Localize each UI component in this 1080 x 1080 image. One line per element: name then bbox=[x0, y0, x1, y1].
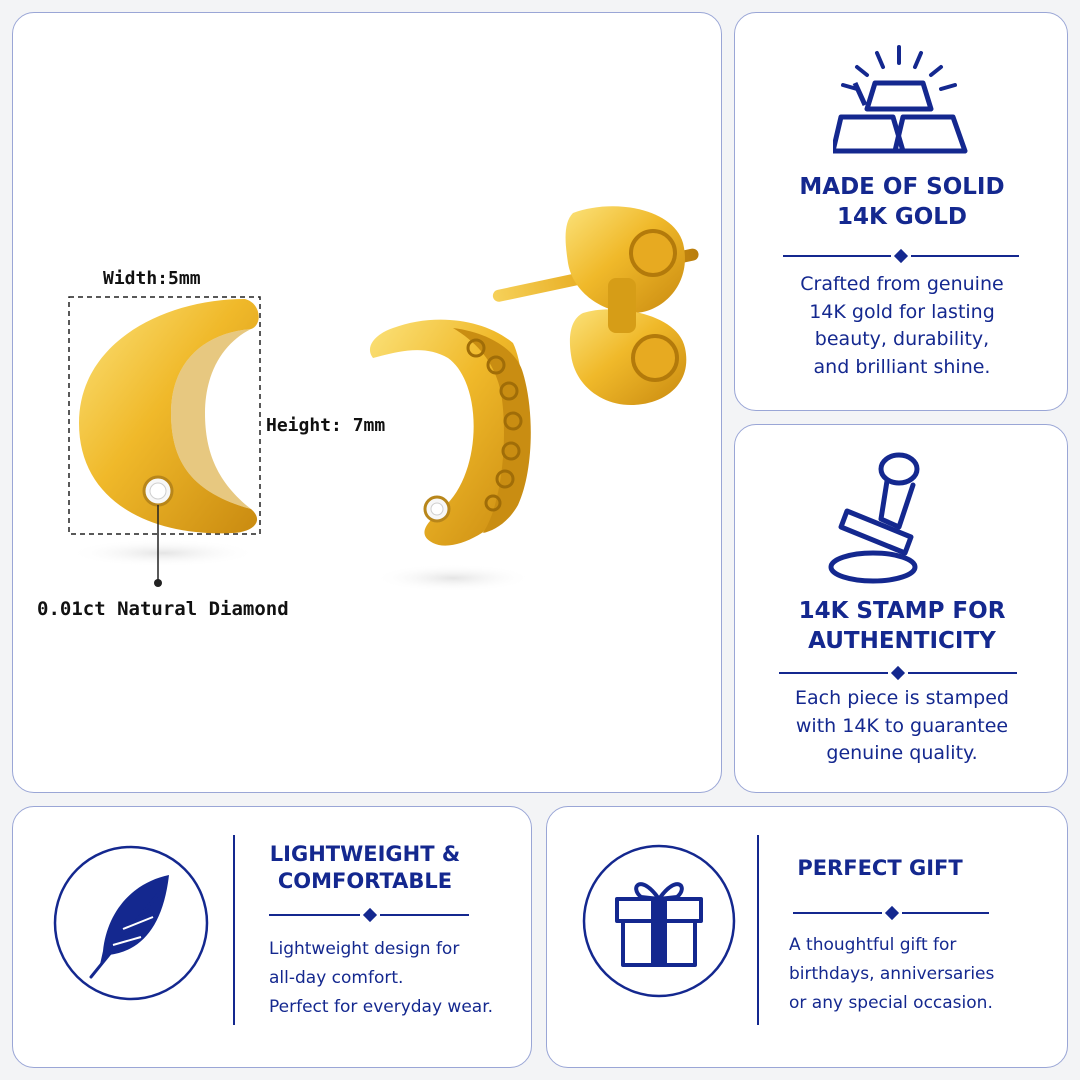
front-moon-shadow bbox=[68, 539, 258, 567]
height-label: Height: 7mm bbox=[266, 415, 386, 436]
gold-description: Crafted from genuine 14K gold for lastin… bbox=[800, 273, 1004, 378]
gold-title: MADE OF SOLID 14K GOLD bbox=[799, 174, 1005, 230]
front-moon bbox=[79, 299, 259, 534]
gift-icon bbox=[582, 844, 736, 998]
lightweight-divider bbox=[269, 907, 469, 923]
side-moon bbox=[369, 319, 525, 546]
gold-bars-icon bbox=[833, 45, 968, 154]
front-moon-inner-shade bbox=[171, 329, 251, 509]
gift-divider bbox=[793, 905, 989, 921]
openwork-circles bbox=[466, 338, 523, 512]
gold-divider bbox=[783, 248, 1019, 264]
lightweight-vertical-rule bbox=[233, 835, 235, 1025]
product-image-card: Width:5mm Height: 7mm 0.01ct Natural Dia… bbox=[12, 12, 722, 793]
lightweight-title: LIGHTWEIGHT & COMFORTABLE bbox=[269, 842, 461, 894]
diamond-label: 0.01ct Natural Diamond bbox=[37, 598, 289, 620]
feather-icon bbox=[53, 845, 209, 1001]
gift-title: PERFECT GIFT bbox=[797, 856, 963, 880]
earring-backing bbox=[565, 206, 687, 405]
feature-card-stamp: 14K STAMP FOR AUTHENTICITY Each piece is… bbox=[734, 424, 1068, 793]
dimension-box bbox=[68, 296, 261, 535]
feature-card-lightweight: LIGHTWEIGHT & COMFORTABLE Lightweight de… bbox=[12, 806, 532, 1068]
gift-vertical-rule bbox=[757, 835, 759, 1025]
side-moon-shadow bbox=[373, 564, 533, 592]
feature-card-gift: PERFECT GIFT A thoughtful gift for birth… bbox=[546, 806, 1068, 1068]
stamp-icon bbox=[828, 452, 920, 584]
gift-description: A thoughtful gift for birthdays, anniver… bbox=[789, 935, 995, 1013]
feature-card-gold: MADE OF SOLID 14K GOLD Crafted from genu… bbox=[734, 12, 1068, 411]
earring-illustration bbox=[68, 206, 699, 592]
lightweight-description: Lightweight design for all-day comfort. … bbox=[269, 939, 494, 1017]
diamond-pointer-dot bbox=[154, 579, 162, 587]
stamp-description: Each piece is stamped with 14K to guaran… bbox=[795, 687, 1009, 765]
width-label: Width:5mm bbox=[103, 268, 201, 289]
stamp-title: 14K STAMP FOR AUTHENTICITY bbox=[798, 598, 1006, 654]
stamp-divider bbox=[779, 665, 1017, 681]
